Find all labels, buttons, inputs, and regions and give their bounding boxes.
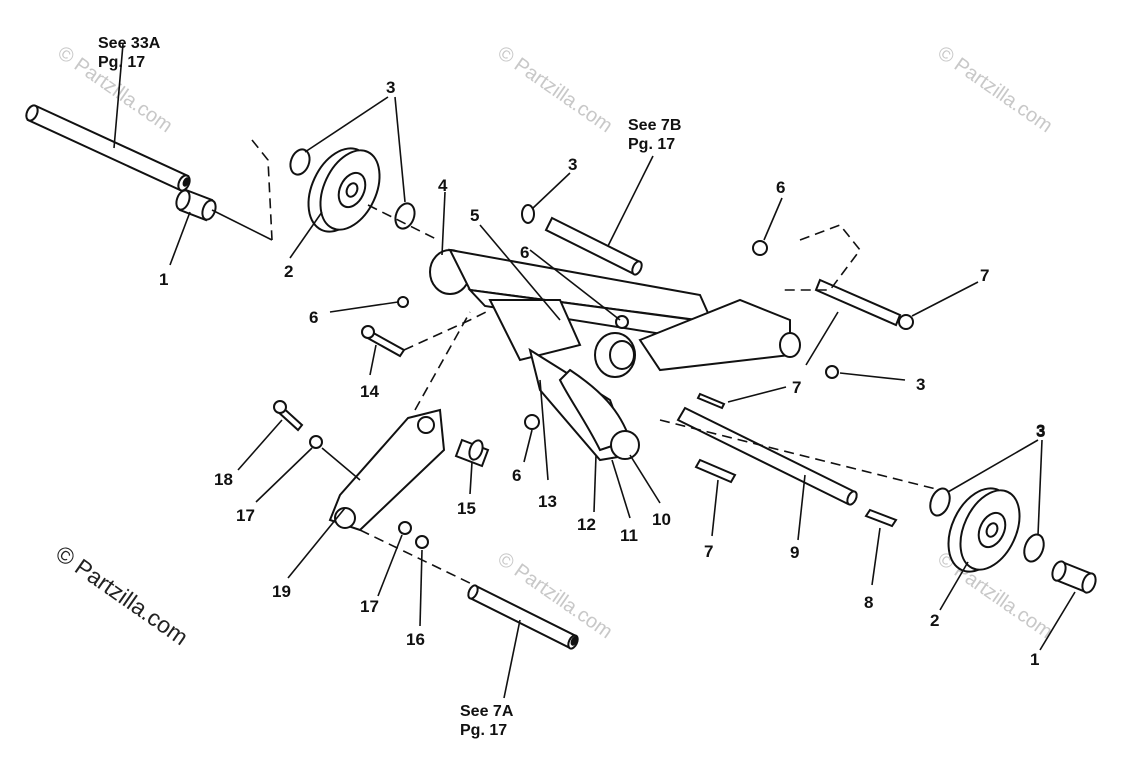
shaft-upper-left <box>25 104 191 192</box>
reference-line: See 33A <box>98 35 161 52</box>
callout-label: 18 <box>214 470 233 489</box>
reference-line: Pg. 17 <box>460 722 508 739</box>
callout-label: 6 <box>776 178 786 197</box>
idler-wheel-right <box>929 487 1045 573</box>
callout-label: 2 <box>930 611 940 630</box>
callout-label: 6 <box>520 243 530 262</box>
callout-label: 6 <box>309 308 319 327</box>
callout-label: 12 <box>577 515 596 534</box>
callout-label: 7 <box>704 542 714 561</box>
reference-line: Pg. 17 <box>98 54 146 71</box>
callout-label: 7 <box>792 378 802 397</box>
callout-label: 19 <box>272 582 291 601</box>
callout-label: 6 <box>512 466 522 485</box>
callout-label: 9 <box>790 543 800 562</box>
callout-label: 1 <box>1030 650 1040 669</box>
shaft-lower-left <box>467 584 579 650</box>
callout-label: 14 <box>360 382 379 401</box>
idler-wheel-left <box>289 147 416 233</box>
callout-label: 13 <box>538 492 557 511</box>
callout-label: 10 <box>652 510 671 529</box>
callout-label: 3 <box>916 375 926 394</box>
callout-label: 7 <box>980 266 990 285</box>
callout-label: 17 <box>360 597 379 616</box>
reference-line: Pg. 17 <box>628 136 676 153</box>
shaft-upper-right <box>521 204 643 276</box>
spacer-right <box>1051 560 1097 594</box>
callout-label: 15 <box>457 499 476 518</box>
reference-note-7a: See 7A Pg. 17 <box>460 702 513 740</box>
shock-absorber <box>488 299 640 462</box>
callout-label: 3 <box>1036 422 1046 441</box>
suspension-arm <box>429 248 801 378</box>
callout-label: 1 <box>159 270 169 289</box>
reference-line: See 7B <box>628 117 682 134</box>
callout-label: 11 <box>620 526 638 545</box>
spacer-left <box>175 188 217 222</box>
reference-line: See 7A <box>460 703 514 720</box>
callout-label: 16 <box>406 630 425 649</box>
callout-label: 3 <box>568 155 578 174</box>
callout-label: 4 <box>438 176 448 195</box>
callout-label: 17 <box>236 506 255 525</box>
callout-label: 3 <box>1036 421 1046 440</box>
reference-note-7b: See 7B Pg. 17 <box>628 116 681 154</box>
callout-label: 8 <box>864 593 874 612</box>
callout-label: 5 <box>470 206 480 225</box>
callout-label: 2 <box>284 262 294 281</box>
reference-note-33a: See 33A Pg. 17 <box>98 34 160 72</box>
callout-label: 3 <box>386 78 396 97</box>
shaft-lower <box>676 406 858 506</box>
